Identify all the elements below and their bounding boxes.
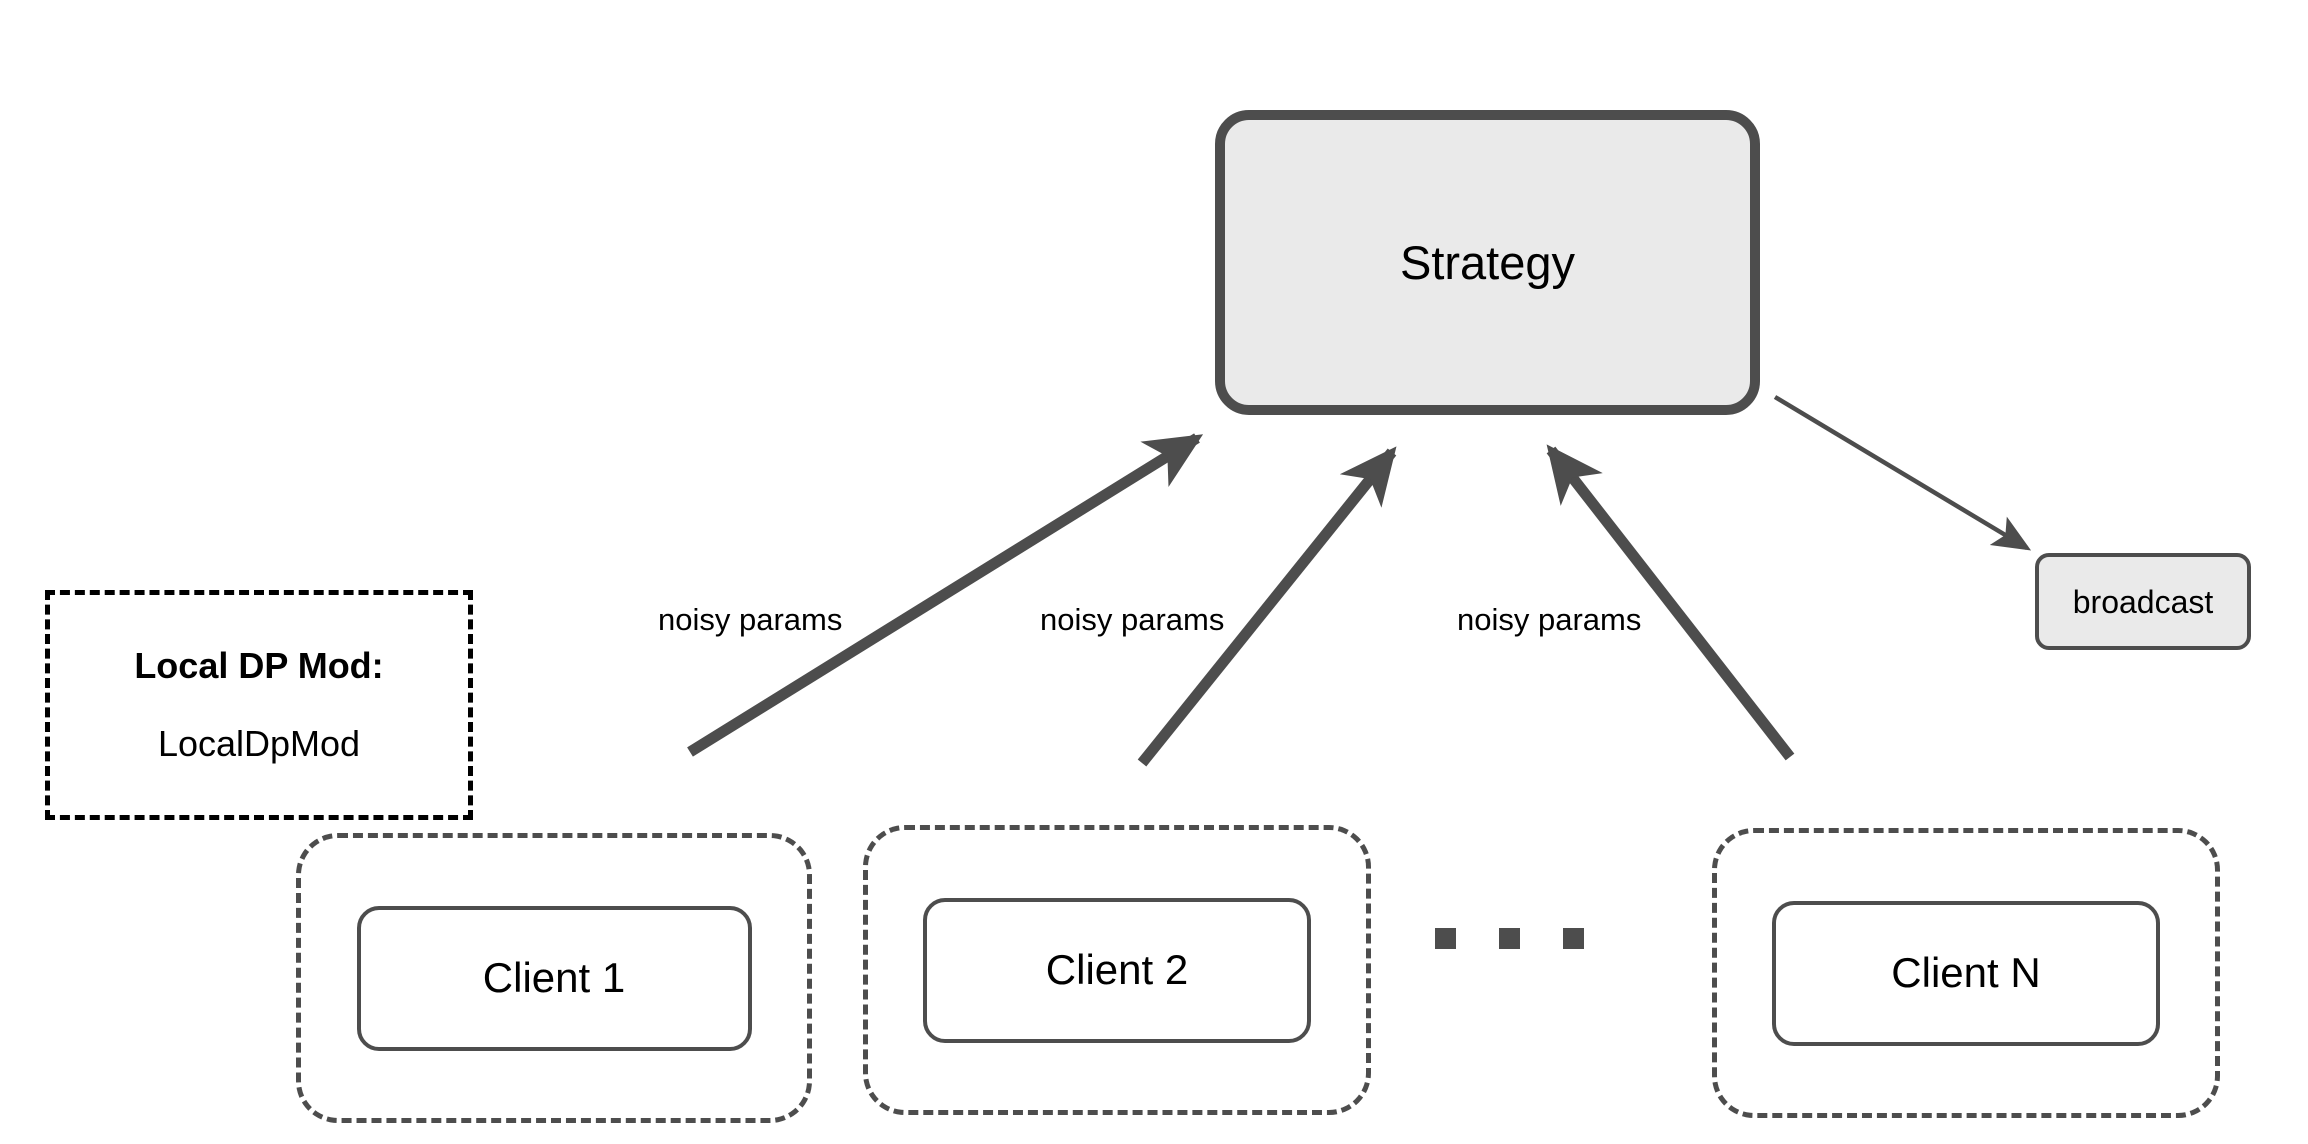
client-label-2: Client 2 [1045, 946, 1189, 993]
edge-label-noisy-params-3: noisy params [1457, 602, 1642, 637]
client-node-2[interactable]: Client 2 [923, 897, 1311, 1043]
local-dp-mod-title: Local DP Mod: [134, 645, 384, 686]
ellipsis-dot [1499, 928, 1520, 949]
edge-label-noisy-params-1: noisy params [658, 602, 843, 637]
strategy-node[interactable]: Strategy [1215, 110, 1760, 415]
client-group-n[interactable]: Client N [1712, 828, 2220, 1118]
edge-strategy-to-broadcast [1773, 395, 2032, 551]
ellipsis-dot [1563, 928, 1584, 949]
client-label-1: Client 1 [482, 954, 626, 1001]
strategy-label: Strategy [1399, 236, 1576, 289]
edge-client1-to-strategy [687, 433, 1204, 757]
local-dp-mod-legend: Local DP Mod: LocalDpMod [45, 590, 473, 820]
client-node-n[interactable]: Client N [1772, 900, 2160, 1046]
client-group-2[interactable]: Client 2 [863, 825, 1371, 1115]
broadcast-label: broadcast [2072, 583, 2214, 620]
ellipsis-dot [1435, 928, 1456, 949]
broadcast-node[interactable]: broadcast [2035, 553, 2251, 650]
ellipsis-icon [1435, 928, 1584, 949]
client-label-n: Client N [1891, 949, 2041, 996]
client-group-1[interactable]: Client 1 [296, 833, 812, 1123]
edge-label-noisy-params-2: noisy params [1040, 602, 1225, 637]
local-dp-mod-value: LocalDpMod [157, 723, 361, 764]
client-node-1[interactable]: Client 1 [356, 905, 752, 1051]
